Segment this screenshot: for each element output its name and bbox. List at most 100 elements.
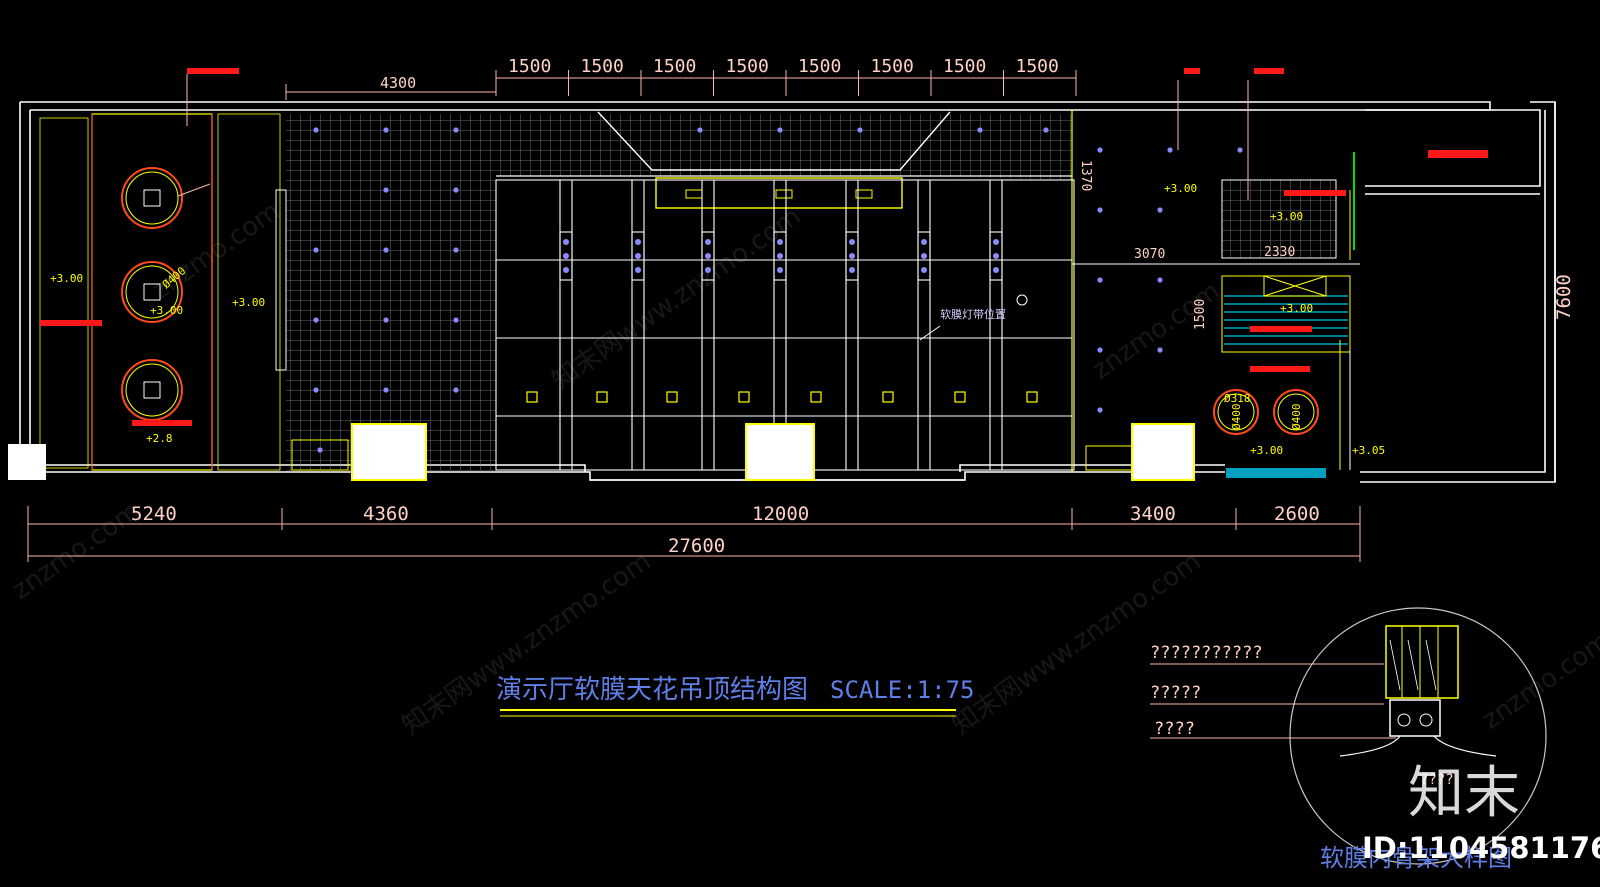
hall-fixture-light [563,253,569,259]
downlight [777,127,783,133]
hall-fixture-light [635,253,641,259]
lamp-label-right-c: Ø400 [1290,404,1303,431]
dim-2330: 2330 [1264,245,1295,260]
top-dim-label: 1500 [581,56,624,77]
hall-fixture-light [993,267,999,273]
dim-1500-vertical: 1500 [1193,299,1208,330]
dim-1370: 1370 [1078,160,1093,191]
column-blocks [291,423,1195,481]
hall-fixture-frame [701,231,715,281]
downlight [313,127,319,133]
downlight [453,127,459,133]
top-dim-label: 1500 [508,56,551,77]
hall-fixture-light [635,267,641,273]
hall-fixture-light [777,253,783,259]
downlight [1097,207,1103,213]
hall-square-light [810,391,822,403]
hall-fixture-frame [845,231,859,281]
title-text: 演示厅软膜天花吊顶结构图 [496,675,808,705]
downlight [317,447,323,453]
downlight [697,127,703,133]
scale-text: SCALE:1:75 [830,676,975,704]
watermark-3: 知末网www.znzmo.com [397,546,657,740]
brand-logo-text: 知末 [1408,761,1520,826]
hall-fixture-light [849,253,855,259]
downlight [1167,147,1173,153]
hall-fixture-light [849,239,855,245]
skeleton-detail: ??????????? ????? ???? ???? 软膜内骨架大样图 [1150,607,1547,872]
hall-fixture-frame [559,231,573,281]
detail-caption: 软膜内骨架大样图 [1320,844,1512,872]
interior-dimensions: 1370 3070 2330 1500 7600 [1078,160,1575,330]
downlight [453,187,459,193]
detail-label-1: ??????????? [1150,643,1263,663]
downlight [453,247,459,253]
downlight [1097,147,1103,153]
hall-fixture-light [921,253,927,259]
hall-square-light [738,391,750,403]
downlight [1157,207,1163,213]
brand-watermark: 知末 ID:1104581176 [1362,761,1600,865]
top-dim-label: 1500 [1016,56,1059,77]
hall-square-light [666,391,678,403]
level-right-corner: +3.05 [1352,444,1385,457]
downlight [383,387,389,393]
lamp-strip-annotation: 软膜灯带位置 [940,307,1006,321]
right-zone: +3.00 +3.00 +3.00 +3.00 +3.05 Ø318 Ø400 … [919,68,1488,478]
hall-fixture-light [777,267,783,273]
drawing-title: 演示厅软膜天花吊顶结构图 SCALE:1:75 [496,675,975,717]
detail-label-3: ???? [1154,719,1195,739]
hall-fixture-light [921,267,927,273]
watermark-2: 知末网www.znzmo.com [547,201,807,395]
level-left-lamp: +3.00 [150,304,183,317]
bottom-dim-label: 12000 [752,503,809,525]
level-left-wall: +3.00 [50,272,83,285]
hall-fixture-light [849,267,855,273]
level-right-bottom: +3.00 [1250,444,1283,457]
hall-square-light [596,391,608,403]
top-dim-label: 1500 [798,56,841,77]
hall-fixture-frame [989,231,1003,281]
downlight [313,247,319,253]
level-left-bottom: +2.8 [146,432,173,445]
center-hall [495,179,1075,471]
image-id: ID:1104581176 [1362,831,1600,865]
detail-label-4: ???? [1420,772,1454,788]
hall-fixture-light [921,239,927,245]
lamp-label-right-a: Ø318 [1224,392,1251,405]
downlight [1237,147,1243,153]
bottom-dim-label: 5240 [131,503,177,525]
downlight [977,127,983,133]
downlight [313,317,319,323]
hall-fixture-frame [631,231,645,281]
left-zone: +3.00 +3.00 +3.00 +2.8 Ø400 [8,68,287,480]
downlight [1157,277,1163,283]
level-right-box: +3.00 [1270,210,1303,223]
hall-square-light [954,391,966,403]
hall-square-light [882,391,894,403]
top-dim-4300: 4300 [380,74,416,92]
bottom-dim-label: 2600 [1274,503,1320,525]
downlight [1097,347,1103,353]
downlights [313,127,1243,453]
downlight [1043,127,1049,133]
downlight [383,317,389,323]
soft-film-grid-ceiling [286,110,1073,472]
top-dim-label: 1500 [871,56,914,77]
hall-fixture-light [563,239,569,245]
dim-7600: 7600 [1553,274,1575,320]
bottom-dim-label: 3400 [1130,503,1176,525]
hall-fixture-frame [773,231,787,281]
hall-fixture-light [635,239,641,245]
downlight [383,187,389,193]
hall-square-light [526,391,538,403]
hall-fixture-light [777,239,783,245]
watermark-7: znzmo.com [1477,626,1600,736]
hall-fixture-light [705,267,711,273]
dim-3070: 3070 [1134,247,1165,262]
dim-total-27600: 27600 [668,535,725,557]
lamp-label-right-b: Ø400 [1230,404,1243,431]
hall-fixture-light [993,253,999,259]
